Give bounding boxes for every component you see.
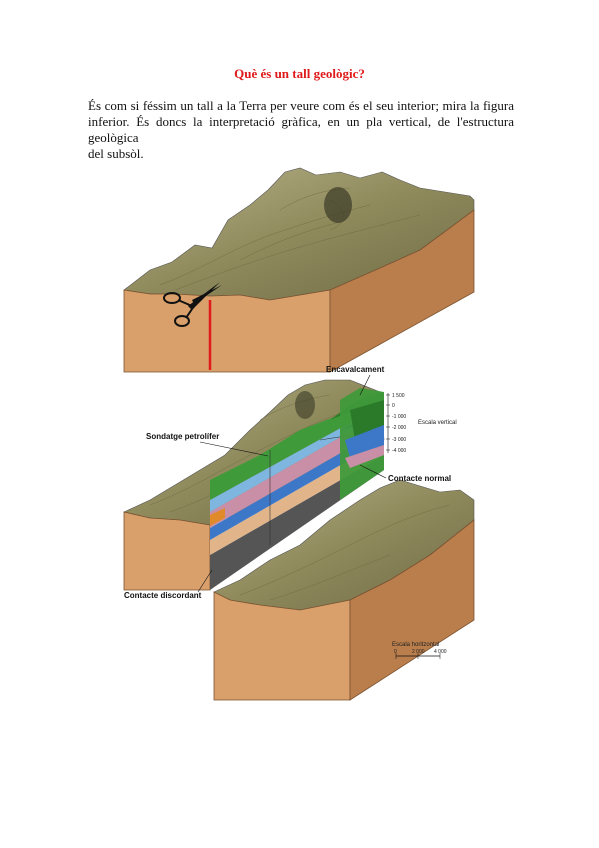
top-block bbox=[123, 167, 475, 373]
top-terrain-shadow bbox=[324, 187, 352, 223]
bottom-right-block bbox=[213, 479, 475, 701]
figure-labels: Encavalcament Sondatge petrolífer Contac… bbox=[124, 365, 457, 659]
paragraph-line-3: del subsòl. bbox=[88, 146, 144, 161]
vertical-scale: 1 500 0 -1 000 -2 000 -3 000 -4 000 Esca… bbox=[386, 393, 457, 454]
label-escala-horitzontal: Escala horitzontal bbox=[392, 642, 439, 648]
top-block-right-face bbox=[329, 209, 475, 373]
page-title: Què és un tall geològic? bbox=[234, 66, 365, 81]
layer-orange-edge bbox=[210, 508, 225, 526]
horizontal-scale: Escala horitzontal 0 2 000 4 000 bbox=[392, 642, 447, 659]
paragraph-line-1: És com si féssim un tall a la Terra per … bbox=[88, 98, 514, 113]
leader-contacte-discordant bbox=[197, 569, 213, 593]
label-contacte-normal: Contacte normal bbox=[388, 474, 451, 483]
leader-sondatge bbox=[199, 441, 269, 457]
label-escala-vertical: Escala vertical bbox=[418, 420, 457, 426]
leader-encavalcament bbox=[359, 374, 371, 396]
right-block-front-face bbox=[213, 591, 351, 701]
vscale-tick-3: -2 000 bbox=[392, 425, 406, 431]
label-contacte-discordant: Contacte discordant bbox=[124, 591, 202, 600]
label-encavalcament: Encavalcament bbox=[326, 365, 385, 374]
top-block-front-face bbox=[123, 289, 331, 373]
right-terrain-contours bbox=[239, 504, 451, 601]
intro-paragraph: És com si féssim un tall a la Terra per … bbox=[88, 98, 514, 162]
scissors-icon bbox=[163, 282, 222, 327]
leader-contacte-normal bbox=[359, 464, 387, 479]
right-section-panel bbox=[340, 388, 384, 500]
label-sondatge: Sondatge petrolífer bbox=[146, 432, 219, 441]
paragraph-line-2: inferior. És doncs la interpretació gràf… bbox=[88, 114, 514, 145]
vscale-tick-1: 0 bbox=[392, 403, 395, 409]
vscale-tick-0: 1 500 bbox=[392, 393, 405, 399]
right-block-side-face bbox=[349, 519, 475, 701]
vscale-tick-5: -4 000 bbox=[392, 448, 406, 454]
hscale-tick-1: 2 000 bbox=[412, 649, 425, 655]
left-block-front-face bbox=[123, 511, 211, 591]
vscale-tick-4: -3 000 bbox=[392, 437, 406, 443]
hscale-tick-2: 4 000 bbox=[434, 649, 447, 655]
left-terrain-shadow bbox=[295, 391, 315, 419]
hscale-tick-0: 0 bbox=[394, 649, 397, 655]
vscale-tick-2: -1 000 bbox=[392, 414, 406, 420]
